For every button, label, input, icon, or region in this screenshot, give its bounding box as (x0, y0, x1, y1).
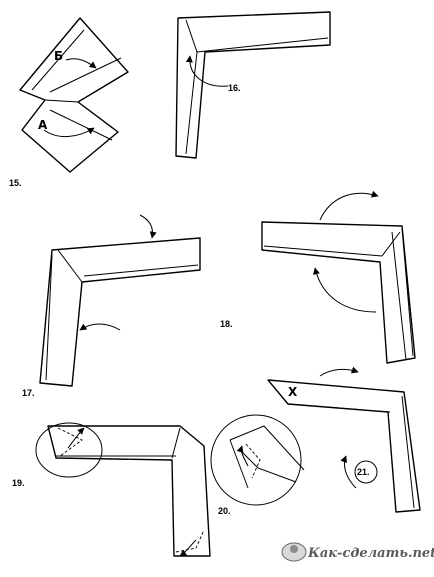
step-15-label: 15. (9, 178, 22, 188)
step-15-figure (19, 17, 129, 173)
letter-b: Б (54, 49, 63, 63)
watermark: Как-сделать.net (281, 542, 434, 562)
step-21-label: 21. (357, 467, 370, 477)
step-17-figure (39, 214, 201, 387)
step-16-label: 16. (228, 83, 241, 93)
step-17-label: 17. (22, 388, 35, 398)
watermark-text: Как-сделать.net (307, 546, 434, 561)
step-18-label: 18. (220, 319, 233, 329)
letter-a: А (38, 118, 48, 132)
step-16-figure (175, 11, 331, 159)
step-20-label: 20. (218, 506, 231, 516)
step-19-figure (35, 422, 211, 557)
letter-x: X (288, 385, 298, 399)
step-21-figure (267, 366, 421, 513)
step-20-figure (210, 414, 305, 506)
step-19-label: 19. (12, 478, 25, 488)
step-18-figure (261, 190, 416, 364)
